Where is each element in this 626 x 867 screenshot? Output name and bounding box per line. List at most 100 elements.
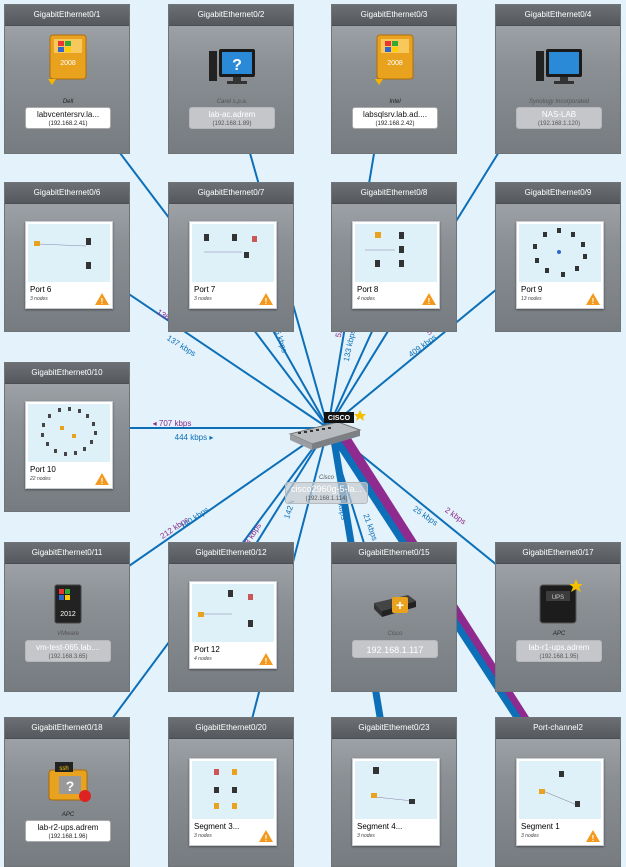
link-bandwidth-label: 409 kbps [407,333,439,359]
link-bandwidth-label: 21 kbps [361,512,379,541]
svg-text:!: ! [265,834,268,842]
warning-icon: ! [259,830,273,842]
port-card-pc2[interactable]: Port-channel2 Segment 1 3 nodes ! [495,717,621,867]
segment-map-preview [355,761,437,819]
port-card-g11[interactable]: GigabitEthernet0/11 2012 VMware vm-test-… [4,542,130,692]
port-header: GigabitEthernet0/15 [332,543,456,564]
workstation-icon [536,49,582,84]
segment-title: Segment 4... [357,822,403,831]
port-header: GigabitEthernet0/6 [5,183,129,204]
warning-icon: ! [586,293,600,305]
segment-node-count: 4 nodes [357,296,375,302]
device-label[interactable]: labvcentersrv.la... (192.168.2.41) [25,107,111,129]
port-header: GigabitEthernet0/8 [332,183,456,204]
warning-icon: ! [95,293,109,305]
vendor-label: Dell [62,99,74,105]
segment-thumbnail[interactable]: Port 12 4 nodes ! [189,581,277,669]
segment-node-count: 3 nodes [357,833,375,839]
port-card-g04[interactable]: GigabitEthernet0/4 Synology Incorporated… [495,4,621,154]
svg-text:+: + [396,597,404,613]
link-bandwidth-label: ◂ 707 kbps [153,419,192,428]
link-bandwidth-label: 137 kbps [165,333,197,358]
svg-text:!: ! [265,657,268,665]
port-header: GigabitEthernet0/23 [332,718,456,739]
svg-text:UPS: UPS [552,595,564,601]
port-card-g06[interactable]: GigabitEthernet0/6 Port 6 3 nodes ! [4,182,130,332]
port-header: Port-channel2 [496,718,620,739]
segment-node-count: 3 nodes [30,296,48,302]
segment-thumbnail[interactable]: Segment 3... 3 nodes ! [189,758,277,846]
device-ip: (192.168.1.96) [48,834,88,840]
windows-server-icon: 2008 [375,34,414,85]
vendor-label: APC [552,631,566,637]
device-label[interactable]: 192.168.1.117 [352,640,438,658]
segment-map-preview [192,761,274,819]
device-name: 192.168.1.117 [366,645,424,655]
port-card-g10[interactable]: GigabitEthernet0/10 Port 10 22 nodes ! [4,362,130,512]
port-header: GigabitEthernet0/12 [169,543,293,564]
link-bandwidth-label: 140 kbps [179,505,211,531]
segment-thumbnail[interactable]: Port 10 22 nodes ! [25,401,113,489]
segment-thumbnail[interactable]: Port 8 4 nodes ! [352,221,440,309]
link-bandwidth-label: 25 kbps [411,504,439,527]
port-card-g03[interactable]: GigabitEthernet0/3 2008 Intel labsqlsrv.… [331,4,457,154]
port-card-g01[interactable]: GigabitEthernet0/1 2008 Dell labvcenters… [4,4,130,154]
switch-label[interactable]: Cisco cisco2960g-5-la... (192.168.1.114) [285,475,368,511]
svg-text:2012: 2012 [60,611,76,618]
device-ip: (192.168.2.41) [48,121,88,127]
segment-map-preview [192,584,274,642]
svg-text:2008: 2008 [60,60,76,67]
device-name: labvcentersrv.la... [36,110,100,119]
device-label[interactable]: vm-test-065.lab.... (192.168.3.65) [25,640,111,662]
port-card-g18[interactable]: GigabitEthernet0/18 ssh ? APC lab-r2-ups… [4,717,130,867]
vendor-label: Synology Incorporated [528,99,590,105]
segment-map-preview [519,224,601,282]
device-ip: (192.168.2.42) [375,121,415,127]
segment-thumbnail[interactable]: Port 7 3 nodes ! [189,221,277,309]
device-ip: (192.168.1.95) [539,654,579,660]
segment-thumbnail[interactable]: Segment 1 3 nodes ! [516,758,604,846]
switch-icon[interactable]: CISCO [288,410,368,456]
device-label[interactable]: lab-ac.adrem (192.168.1.89) [189,107,275,129]
device-label[interactable]: labsqlsrv.lab.ad.... (192.168.2.42) [352,107,438,129]
svg-text:!: ! [428,297,431,305]
device-ip: (192.168.1.120) [537,121,581,127]
segment-title: Port 10 [30,465,56,474]
port-header: GigabitEthernet0/3 [332,5,456,26]
port-card-g20[interactable]: GigabitEthernet0/20 Segment 3... 3 nodes… [168,717,294,867]
segment-thumbnail[interactable]: Port 9 13 nodes ! [516,221,604,309]
segment-node-count: 3 nodes [194,833,212,839]
segment-thumbnail[interactable]: Segment 4... 3 nodes [352,758,440,846]
segment-map-preview [519,761,601,819]
port-card-g09[interactable]: GigabitEthernet0/9 Port 9 13 nodes ! [495,182,621,332]
port-header: GigabitEthernet0/2 [169,5,293,26]
link-bandwidth-label: 212 kbps [159,515,191,541]
port-card-g12[interactable]: GigabitEthernet0/12 Port 12 4 nodes ! [168,542,294,692]
vendor-label: Carel s.p.a. [216,99,248,105]
port-header: GigabitEthernet0/1 [5,5,129,26]
device-label[interactable]: lab-r2-ups.adrem (192.168.1.96) [25,820,111,842]
link-bandwidth-label: 444 kbps ▸ [175,433,214,442]
device-label[interactable]: lab-r1-ups.adrem (192.168.1.95) [516,640,602,662]
vendor-label: Intel [389,99,401,105]
ups-icon: UPS [539,579,582,624]
switch-ip: (192.168.1.114) [305,496,348,502]
port-card-g08[interactable]: GigabitEthernet0/8 Port 8 4 nodes ! [331,182,457,332]
port-card-g15[interactable]: GigabitEthernet0/15 + Cisco 192.168.1.11… [331,542,457,692]
segment-node-count: 3 nodes [521,833,539,839]
segment-title: Port 9 [521,285,543,294]
port-header: GigabitEthernet0/7 [169,183,293,204]
port-card-g17[interactable]: GigabitEthernet0/17 UPS APC lab-r1-ups.a… [495,542,621,692]
warning-icon: ! [95,473,109,485]
link-bandwidth-label: 133 kbps [342,329,358,363]
device-label[interactable]: NAS-LAB (192.168.1.120) [516,107,602,129]
router-icon: + [374,595,416,617]
segment-thumbnail[interactable]: Port 6 3 nodes ! [25,221,113,309]
port-card-g23[interactable]: GigabitEthernet0/23 Segment 4... 3 nodes [331,717,457,867]
device-name: NAS-LAB [541,110,577,119]
port-card-g02[interactable]: GigabitEthernet0/2 ? Carel s.p.a. lab-ac… [168,4,294,154]
port-card-g07[interactable]: GigabitEthernet0/7 Port 7 3 nodes ! [168,182,294,332]
port-header: GigabitEthernet0/9 [496,183,620,204]
segment-map-preview [355,224,437,282]
